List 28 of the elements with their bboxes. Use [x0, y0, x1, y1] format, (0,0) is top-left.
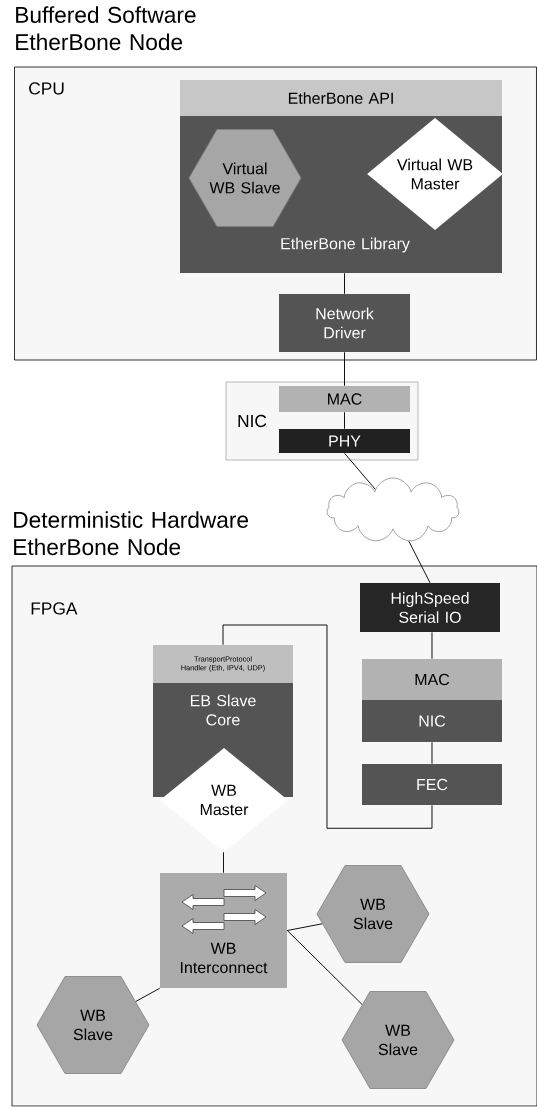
connector-line: [344, 272, 345, 295]
connector-line: [431, 631, 433, 660]
connector-line: [408, 540, 431, 584]
interconnect-box: WB Interconnect: [160, 873, 287, 988]
connector-line: [222, 624, 433, 829]
hexagon: WB Slave: [341, 991, 455, 1089]
connector-line: [344, 411, 345, 430]
connector-line: [223, 851, 224, 874]
section-heading: Deterministic Hardware EtherBone Node: [14, 511, 248, 556]
hexagon: WB Slave: [316, 865, 430, 963]
process-box: HighSpeed Serial IO: [360, 583, 500, 632]
connector-line: [286, 930, 363, 1005]
connector-line: [135, 987, 161, 1002]
process-box: PHY: [279, 429, 410, 453]
hexagon: WB Slave: [36, 976, 150, 1074]
network-cloud: [326, 477, 460, 542]
process-box: Network Driver: [279, 294, 410, 352]
process-box: MAC: [279, 386, 410, 412]
connector-line: [431, 741, 433, 765]
connector-line: [344, 452, 376, 490]
layer-bar: EtherBone API: [180, 80, 502, 116]
connector-line: [286, 923, 323, 931]
connector-line: [344, 351, 345, 387]
process-box: NIC: [362, 700, 502, 742]
process-box: FEC: [362, 764, 502, 805]
section-heading: Buffered Software EtherBone Node: [16, 6, 196, 51]
process-box: MAC: [362, 659, 502, 700]
hexagon: Virtual WB Slave: [188, 129, 302, 227]
